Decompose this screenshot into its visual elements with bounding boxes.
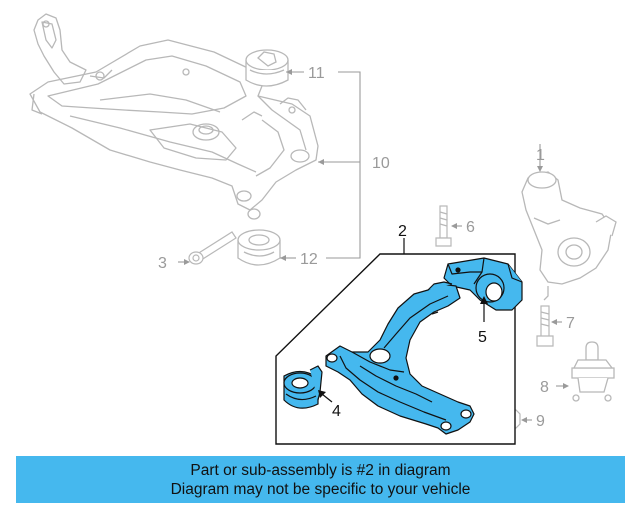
callout-8: 8 (540, 379, 549, 396)
subframe-drawing (29, 13, 319, 220)
callout-9: 9 (536, 413, 545, 430)
bolt-7-drawing (536, 305, 554, 347)
grey-arrowheads (184, 69, 569, 423)
bolt-6-drawing (435, 205, 452, 247)
diagram-notice-banner: Part or sub-assembly is #2 in diagram Di… (16, 456, 625, 503)
callout-2: 2 (398, 223, 407, 240)
callout-11: 11 (308, 65, 325, 82)
bolt-3-drawing (188, 231, 237, 265)
bushing-5-drawing (443, 257, 523, 311)
knuckle-1-drawing (521, 171, 617, 301)
notice-line-1: Part or sub-assembly is #2 in diagram (190, 461, 451, 479)
callout-5: 5 (478, 329, 487, 346)
black-leader-lines (318, 296, 488, 403)
callout-10: 10 (372, 155, 390, 172)
callout-3: 3 (158, 255, 167, 272)
notice-line-2: Diagram may not be specific to your vehi… (170, 480, 471, 498)
callout-1: 1 (536, 147, 545, 164)
control-arm-2-drawing (325, 281, 475, 435)
callout-4: 4 (332, 403, 341, 420)
callout-7: 7 (566, 315, 575, 332)
mount-12-drawing (237, 229, 281, 266)
parts-diagram: 1 2 3 4 5 6 7 8 9 10 11 12 (29, 13, 617, 445)
mount-11-drawing (245, 49, 289, 87)
callout-12: 12 (300, 251, 318, 268)
callout-6: 6 (466, 219, 475, 236)
ball-joint-8-drawing (571, 341, 615, 402)
